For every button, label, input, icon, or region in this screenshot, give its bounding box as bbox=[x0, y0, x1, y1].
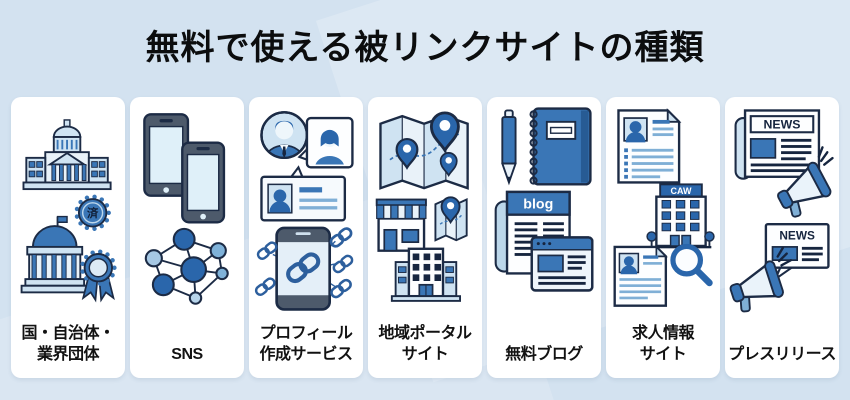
profile-illustration bbox=[253, 111, 356, 311]
certification-badge-icon: 済 bbox=[77, 197, 109, 229]
small-map-icon bbox=[434, 196, 468, 242]
card-local-portal: 地域ポータル サイト bbox=[368, 97, 482, 378]
government-illustration: 済 bbox=[20, 119, 122, 303]
sns-illustration bbox=[143, 113, 229, 305]
blog-header-text: blog bbox=[523, 197, 553, 213]
job-site-illustration: CAW bbox=[613, 108, 715, 307]
blog-page-icon: blog bbox=[494, 190, 571, 275]
government-building-icon bbox=[20, 215, 89, 294]
magnifier-icon bbox=[670, 243, 713, 287]
card-label: 地域ポータル サイト bbox=[378, 325, 472, 364]
pen-icon bbox=[500, 109, 517, 186]
local-portal-illustration bbox=[375, 111, 469, 302]
card-government: 済 bbox=[11, 97, 125, 378]
card-label: プレスリリース bbox=[728, 346, 836, 364]
smartphone-icon bbox=[181, 141, 226, 224]
resume-icon bbox=[613, 244, 668, 307]
card-label: SNS bbox=[171, 346, 203, 364]
resume-icon bbox=[617, 108, 682, 184]
badge-kanji: 済 bbox=[87, 206, 99, 220]
card-job-site: CAW bbox=[606, 97, 720, 378]
page-title: 無料で使える被リンクサイトの種類 bbox=[145, 29, 705, 67]
newspaper-icon: NEWS bbox=[734, 109, 821, 180]
parliament-building-icon bbox=[22, 119, 112, 191]
newspaper-title-text: NEWS bbox=[764, 117, 801, 131]
press-release-illustration: NEWS NEWS bbox=[728, 109, 836, 316]
notebook-icon bbox=[529, 107, 592, 186]
smartphone-links-icon bbox=[253, 225, 356, 311]
card-press-release: NEWS NEWS bbox=[725, 97, 839, 378]
browser-window-icon bbox=[530, 236, 594, 292]
office-building-icon bbox=[390, 247, 461, 302]
network-graph-icon bbox=[144, 227, 229, 305]
building-sign-text: CAW bbox=[671, 186, 693, 196]
chat-bubble-avatar-icon bbox=[297, 116, 354, 169]
map-with-pins-icon bbox=[379, 111, 469, 190]
card-profile-service: プロフィール 作成サービス bbox=[249, 97, 363, 378]
card-label: 国・自治体・ 業界団体 bbox=[21, 325, 115, 364]
card-label: プロフィール 作成サービス bbox=[259, 325, 353, 364]
profile-avatar-icon bbox=[260, 111, 309, 160]
storefront-icon bbox=[375, 198, 427, 252]
card-sns: SNS bbox=[130, 97, 244, 378]
id-card-icon bbox=[260, 165, 347, 222]
card-label: 求人情報 サイト bbox=[631, 325, 695, 364]
free-blog-illustration: blog bbox=[494, 107, 594, 292]
bubble-title-text: NEWS bbox=[779, 228, 815, 242]
card-free-blog: blog bbox=[487, 97, 601, 378]
card-row: 済 bbox=[11, 97, 839, 378]
office-building-icon: CAW bbox=[646, 183, 715, 249]
award-ribbon-icon bbox=[82, 252, 114, 303]
card-label: 無料ブログ bbox=[505, 346, 583, 364]
